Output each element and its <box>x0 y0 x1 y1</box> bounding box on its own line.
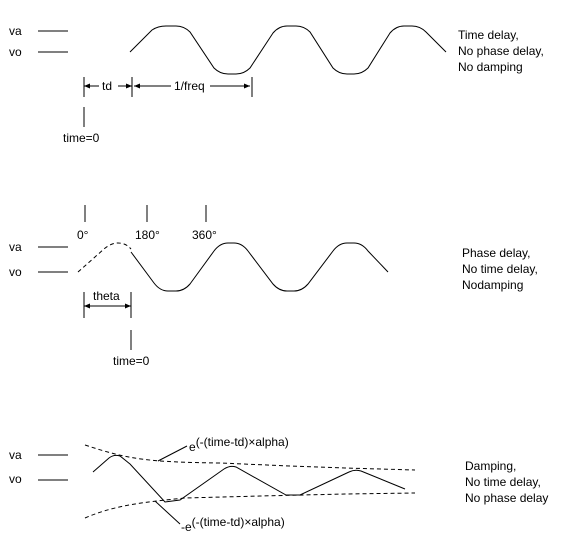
panel-phase-delay: 0° 180° 360° va vo theta time=0 Phase de… <box>9 205 538 368</box>
description-line-1: Damping, <box>465 459 516 473</box>
positive-envelope-curve <box>84 444 416 471</box>
vo-label: vo <box>9 265 22 279</box>
td-arrow-left <box>84 83 90 89</box>
va-label: va <box>9 24 22 38</box>
zero-degree-label: 0° <box>77 228 89 242</box>
description-line-2: No time delay, <box>465 475 541 489</box>
theta-arrow-left <box>84 303 90 309</box>
td-label: td <box>102 79 112 93</box>
va-label: va <box>9 448 22 462</box>
negative-envelope-label: -e(-(time-td)×alpha) <box>181 515 285 534</box>
description-line-1: Time delay, <box>458 28 519 42</box>
description-line-3: No phase delay <box>465 491 548 505</box>
panel-time-delay: va vo td 1/freq time=0 Time delay, No ph… <box>9 24 544 145</box>
description-line-2: No time delay, <box>462 262 538 276</box>
theta-label: theta <box>93 289 120 303</box>
time-zero-label: time=0 <box>113 354 150 368</box>
delayed-sine-wave <box>129 25 447 75</box>
td-arrow-right <box>126 83 132 89</box>
time-zero-label: time=0 <box>63 131 100 145</box>
phase-shifted-sine-wave <box>130 242 389 292</box>
description-line-2: No phase delay, <box>458 44 544 58</box>
period-label: 1/freq <box>174 79 205 93</box>
360-degree-label: 360° <box>192 228 217 242</box>
vo-label: vo <box>9 45 22 59</box>
positive-envelope-label: e(-(time-td)×alpha) <box>189 435 289 454</box>
180-degree-label: 180° <box>135 228 160 242</box>
negative-envelope-pointer <box>154 500 181 525</box>
damped-sine-wave <box>92 454 406 503</box>
positive-envelope-pointer <box>157 445 188 462</box>
va-label: va <box>9 240 22 254</box>
phase-shifted-wave-hidden-part <box>77 242 132 273</box>
description-line-1: Phase delay, <box>462 246 531 260</box>
period-arrow-right <box>244 83 250 89</box>
description-line-3: Nodamping <box>462 278 523 292</box>
period-arrow-left <box>134 83 140 89</box>
theta-arrow-right <box>125 303 131 309</box>
panel-damping: va vo e(-(time-td)×alpha) -e(-(time-td)×… <box>9 435 548 534</box>
negative-envelope-curve <box>84 492 416 519</box>
description-line-3: No damping <box>458 60 523 74</box>
vo-label: vo <box>9 472 22 486</box>
